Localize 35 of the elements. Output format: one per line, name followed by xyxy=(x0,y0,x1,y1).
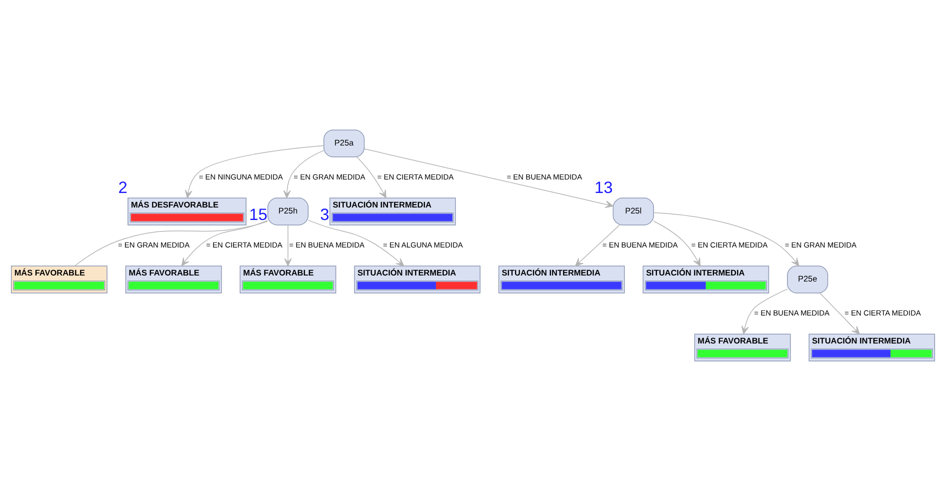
node-box: P25a xyxy=(323,129,365,157)
node-box: P25h xyxy=(267,197,309,225)
node-label: 2 xyxy=(118,178,128,197)
arrow xyxy=(741,288,788,334)
edge-label: = EN BUENA MEDIDA xyxy=(754,308,830,317)
arrow xyxy=(364,148,614,208)
edge-label: = EN GRAN MEDIDA xyxy=(784,240,856,249)
arrow xyxy=(653,220,701,266)
arrow xyxy=(356,156,386,198)
connector xyxy=(74,220,268,266)
edge-label: = EN CIERTA MEDIDA xyxy=(377,172,454,181)
edge-label: = EN GRAN MEDIDA xyxy=(294,172,366,181)
node-box: MÁS FAVORABLE xyxy=(694,333,791,361)
arrow xyxy=(820,292,860,334)
arrow xyxy=(284,224,292,266)
edge-label: = EN CIERTA MEDIDA xyxy=(691,240,768,249)
edge-label: = EN ALGUNA MEDIDA xyxy=(382,240,463,249)
arrow xyxy=(575,224,620,266)
arrow xyxy=(184,144,324,198)
arrow xyxy=(181,220,268,266)
edge-label: = EN CIERTA MEDIDA xyxy=(844,308,921,317)
edge-label: = EN BUENA MEDIDA xyxy=(506,172,582,181)
edge-label: = EN CIERTA MEDIDA xyxy=(206,240,282,249)
arrow xyxy=(308,219,404,266)
edge-label: = EN NINGUNA MEDIDA xyxy=(198,172,283,181)
arrow xyxy=(653,212,800,266)
node-box: P25l xyxy=(612,197,654,225)
node-label: 3 xyxy=(320,206,330,224)
edge-label: = EN BUENA MEDIDA xyxy=(289,240,365,249)
node-label: 15 xyxy=(249,206,268,224)
node-label: 13 xyxy=(594,178,613,197)
node-box: P25e xyxy=(787,265,828,293)
edge-label: = EN GRAN MEDIDA xyxy=(118,240,190,249)
edge-label: = EN BUENA MEDIDA xyxy=(602,240,678,249)
arrow xyxy=(283,150,324,198)
